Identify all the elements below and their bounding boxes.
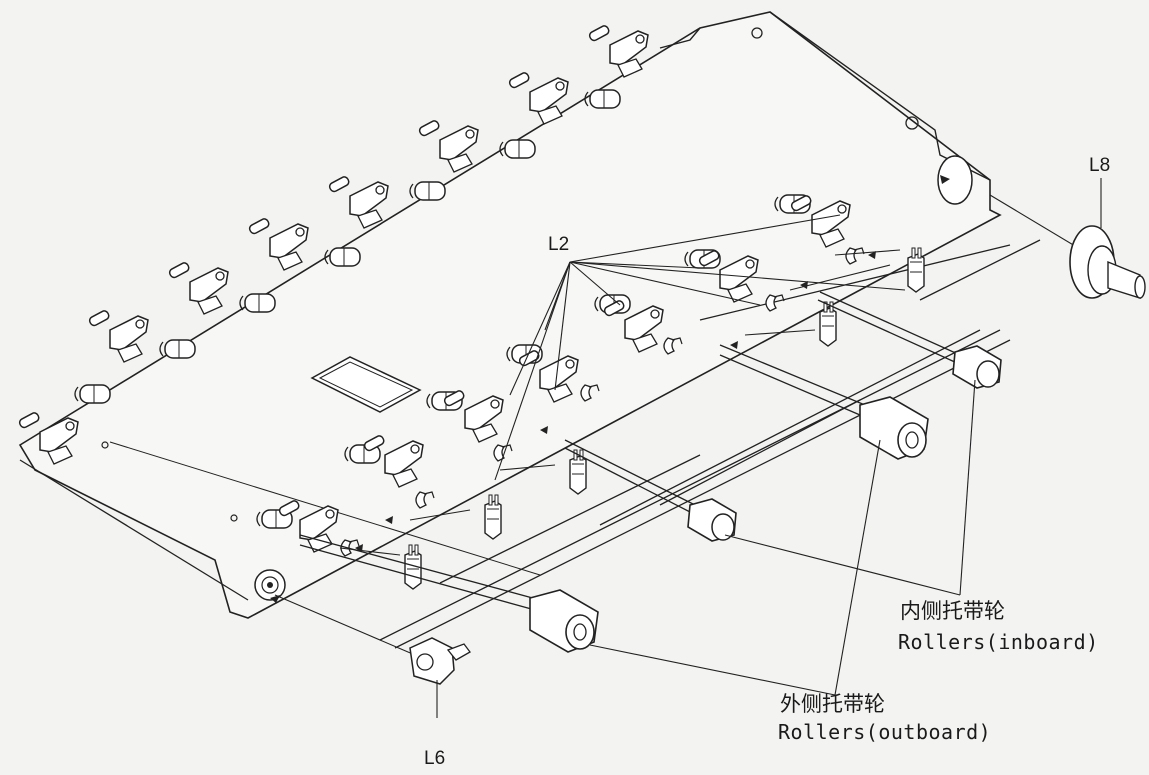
inboard-roller-left (564, 439, 737, 542)
outboard-roller-left (299, 534, 599, 653)
part-label-l6: L6 (424, 748, 446, 769)
assembly-arrows (270, 175, 950, 603)
part-label-l8: L8 (1089, 155, 1111, 176)
hull-plate (18, 11, 1002, 619)
sprocket-mount-icon (254, 569, 286, 601)
leader-lines (339, 178, 1102, 718)
part-label-l2: L2 (548, 234, 570, 255)
inboard-rollers-chinese: 内侧托带轮 (900, 599, 1005, 623)
sprocket-mount-icon (274, 594, 471, 685)
inboard-rollers-english: Rollers(inboard) (898, 630, 1099, 654)
outboard-rollers-chinese: 外侧托带轮 (780, 692, 885, 716)
idler-wheel-icon (989, 194, 1146, 299)
inboard-roller-right (817, 291, 1002, 389)
idler-mount-hole (937, 155, 973, 205)
outboard-rollers-english: Rollers(outboard) (778, 720, 992, 744)
outboard-roller-right (719, 344, 929, 460)
